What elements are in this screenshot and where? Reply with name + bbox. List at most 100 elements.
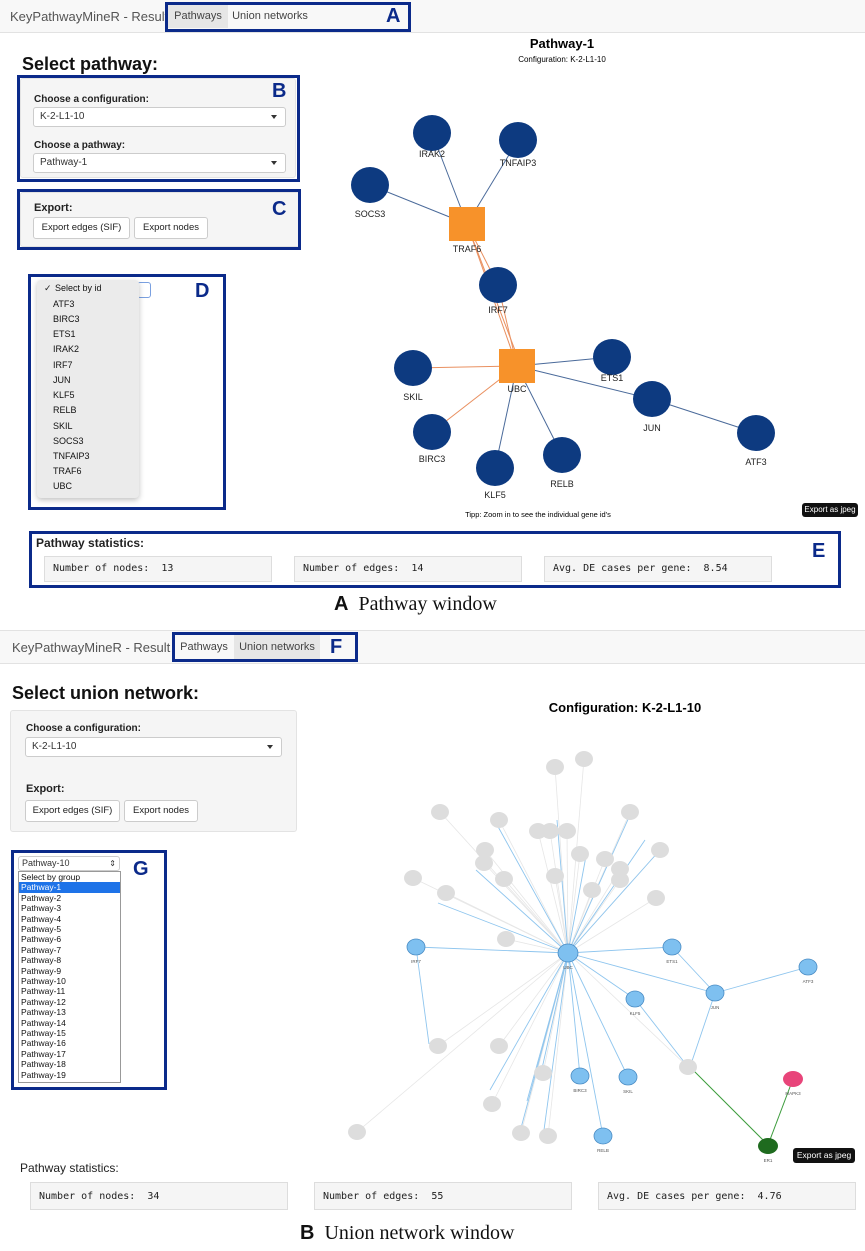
dropdown-option[interactable]: IRF7 [53,360,73,370]
dropdown-option[interactable]: Pathway-6 [21,934,62,945]
grey-node[interactable] [679,1059,697,1075]
grey-node[interactable] [596,851,614,867]
dropdown-option[interactable]: Pathway-12 [21,996,66,1007]
dropdown-option[interactable]: KLF5 [53,390,75,400]
gene-node[interactable] [394,350,432,386]
export-nodes-button[interactable]: Export nodes [134,217,208,239]
grey-node[interactable] [534,1065,552,1081]
grey-node[interactable] [539,1128,557,1144]
blue-node[interactable] [593,1127,613,1145]
pathway-select[interactable]: Pathway-1 [33,153,286,173]
grey-node[interactable] [583,882,601,898]
gene-node[interactable] [413,115,451,151]
dropdown-option[interactable]: Pathway-15 [21,1028,66,1038]
dropdown-option[interactable]: SKIL [53,421,73,431]
gene-node[interactable] [737,415,775,451]
blue-node[interactable] [662,938,682,956]
dropdown-option[interactable]: ATF3 [53,299,75,309]
grey-node[interactable] [497,931,515,947]
config-select[interactable]: K-2-L1-10 [25,737,282,757]
select-by-id-toggle[interactable] [137,282,151,298]
green-node[interactable] [758,1138,778,1154]
grey-node[interactable] [541,823,559,839]
blue-node[interactable] [570,1067,590,1085]
export-edges-button[interactable]: Export edges (SIF) [25,800,120,822]
dropdown-option[interactable]: SOCS3 [53,436,84,446]
dropdown-option[interactable]: BIRC3 [53,314,80,324]
grey-node[interactable] [431,804,449,820]
dropdown-option[interactable]: Pathway-8 [21,955,62,966]
grey-node[interactable] [571,846,589,862]
dropdown-option[interactable]: Pathway-3 [21,903,62,914]
blue-node[interactable] [625,990,645,1008]
dropdown-option[interactable]: Pathway-7 [21,944,62,955]
dropdown-option[interactable]: Pathway-10 [21,976,66,986]
grey-node[interactable] [476,842,494,858]
group-select[interactable]: Pathway-10⇕ [18,856,120,871]
dropdown-option[interactable]: Pathway-18 [21,1059,66,1070]
grey-node[interactable] [483,1096,501,1112]
dropdown-option[interactable]: Pathway-2 [21,892,62,903]
grey-node[interactable] [651,842,669,858]
gene-node[interactable] [499,122,537,158]
grey-node[interactable] [495,871,513,887]
dropdown-option[interactable]: Select by group [21,872,81,882]
gene-node[interactable] [476,450,514,486]
dropdown-option[interactable]: ETS1 [53,329,76,339]
dropdown-option[interactable]: TRAF6 [53,466,82,476]
config-select[interactable]: K-2-L1-10 [33,107,286,127]
blue-node[interactable] [618,1068,638,1086]
dropdown-option[interactable]: IRAK2 [53,344,80,354]
dropdown-option[interactable]: TNFAIP3 [53,451,90,461]
export-edges-button[interactable]: Export edges (SIF) [33,217,130,239]
grey-node[interactable] [490,812,508,828]
dropdown-option[interactable]: Pathway-14 [21,1017,66,1028]
gene-node[interactable] [543,437,581,473]
tab-union-networks[interactable]: Union networks [232,10,308,22]
tab-pathways[interactable]: Pathways [180,641,228,653]
union-network-graph[interactable]: Configuration: K-2-L1-10 IRF7UBCETS1ATF3… [300,690,860,1170]
gene-node[interactable] [413,414,451,450]
dropdown-option[interactable]: Pathway-13 [21,1007,66,1018]
dropdown-option[interactable]: Pathway-17 [21,1048,66,1059]
dropdown-option[interactable]: Pathway-4 [21,913,62,924]
blue-node[interactable] [557,943,579,963]
grey-node[interactable] [404,870,422,886]
tab-pathways[interactable]: Pathways [168,4,228,28]
gene-node[interactable] [593,339,631,375]
gene-node[interactable] [479,267,517,303]
grey-node[interactable] [621,804,639,820]
gene-node[interactable] [633,381,671,417]
grey-node[interactable] [437,885,455,901]
hub-node[interactable] [499,349,535,383]
dropdown-option[interactable]: Pathway-19 [21,1069,66,1080]
grey-node[interactable] [475,855,493,871]
grey-node[interactable] [647,890,665,906]
export-jpeg-button[interactable]: Export as jpeg [802,503,858,517]
select-by-id-dropdown[interactable]: ✓ Select by id ATF3 BIRC3 ETS1 IRAK2 IRF… [37,280,139,498]
hub-node[interactable] [449,207,485,241]
grey-node[interactable] [558,823,576,839]
pink-node[interactable] [783,1071,803,1087]
grey-node[interactable] [611,872,629,888]
grey-node[interactable] [348,1124,366,1140]
tab-union-networks[interactable]: Union networks [234,635,320,659]
export-jpeg-button[interactable]: Export as jpeg [793,1148,855,1163]
gene-node[interactable] [351,167,389,203]
grey-node[interactable] [512,1125,530,1141]
pathway-graph[interactable]: Pathway-1 Configuration: K-2-L1-10 IRAK2… [300,30,860,530]
dropdown-option[interactable]: UBC [53,481,73,491]
dropdown-option[interactable]: Select by id [55,283,102,293]
dropdown-option[interactable]: Pathway-1 [19,882,120,893]
grey-node[interactable] [575,751,593,767]
export-nodes-button[interactable]: Export nodes [124,800,198,822]
dropdown-option[interactable]: JUN [53,375,71,385]
grey-node[interactable] [611,861,629,877]
blue-node[interactable] [798,958,818,976]
dropdown-option[interactable]: Pathway-16 [21,1038,66,1049]
blue-node[interactable] [705,984,725,1002]
dropdown-option[interactable]: Pathway-11 [21,986,66,997]
blue-node[interactable] [406,938,426,956]
grey-node[interactable] [490,1038,508,1054]
